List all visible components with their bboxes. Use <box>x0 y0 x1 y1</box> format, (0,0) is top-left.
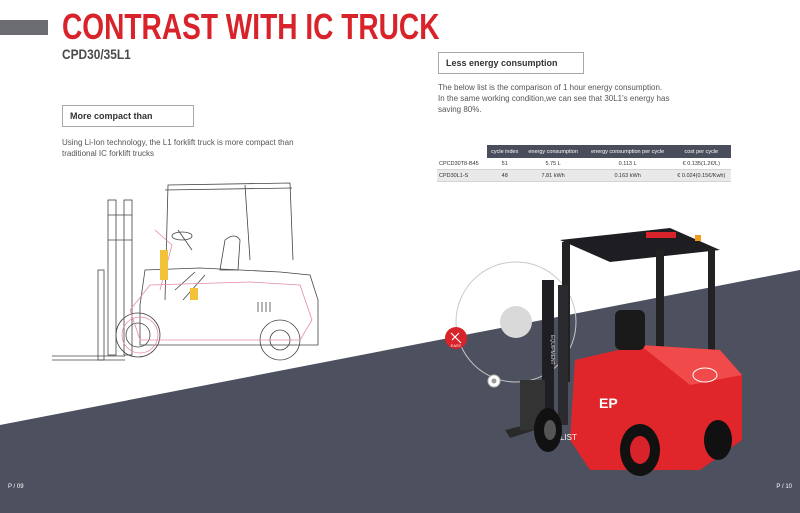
title-accent-bar <box>0 20 48 35</box>
energy-text-line-1: The below list is the comparison of 1 ho… <box>438 83 663 92</box>
table-row: CPD30L1-S 48 7.81 kWh 0.163 kWh € 0.024(… <box>437 169 731 182</box>
table-cell: CPD30L1-S <box>437 169 487 182</box>
table-cell: 48 <box>486 169 523 182</box>
ic-truck-line-drawing <box>52 182 319 361</box>
table-cell: 5.75 L <box>522 158 584 170</box>
battery-yellow-parts <box>160 250 198 300</box>
page-number-left: P / 09 <box>4 483 28 491</box>
page-title: CONTRAST WITH IC TRUCK <box>62 6 440 47</box>
feature-circle <box>455 261 577 388</box>
table-cell: € 0.024(0.15€/Kwh) <box>671 169 731 182</box>
page-number-right: P / 10 <box>772 483 796 491</box>
table-header-cell <box>437 145 487 158</box>
compact-description: Using Li-Ion technology, the L1 forklift… <box>62 137 362 159</box>
table-header-cell: energy consumption per cycle <box>583 145 672 158</box>
model-subtitle: CPD30/35L1 <box>62 46 131 62</box>
mast-text: EQUIPMENT <box>549 335 555 365</box>
table-cell: CPCD30T8-B45 <box>437 158 487 170</box>
table-row: CPCD30T8-B45 51 5.75 L 0.113 L € 0.135(1… <box>437 158 731 170</box>
badge-text: EASY <box>451 343 462 348</box>
compact-text-line-2: traditional IC forklift trucks <box>62 149 155 158</box>
energy-comparison-table: cycle index energy consumption energy co… <box>437 145 731 182</box>
table-header-cell: cycle index <box>486 145 523 158</box>
energy-description: The below list is the comparison of 1 ho… <box>438 82 728 115</box>
energy-text-line-2: In the same working condition,we can see… <box>438 94 670 103</box>
truck-model: LIST <box>560 433 577 442</box>
table-cell: 51 <box>486 158 523 170</box>
table-cell: 0.163 kWh <box>583 169 672 182</box>
truck-logo: EP <box>599 395 618 411</box>
table-cell: 0.113 L <box>583 158 672 170</box>
table-header-row: cycle index energy consumption energy co… <box>437 145 731 158</box>
compact-text-line-1: Using Li-Ion technology, the L1 forklift… <box>62 138 294 147</box>
electric-forklift-image: EQUIPMENT EP LIST <box>505 228 742 476</box>
easy-badge: EASY <box>445 327 467 349</box>
table-header-cell: cost per cycle <box>671 145 731 158</box>
table-cell: 7.81 kWh <box>522 169 584 182</box>
l1-truck-pink-outline <box>121 229 313 354</box>
table-header-cell: energy consumption <box>522 145 584 158</box>
compact-heading-box: More compact than <box>62 105 194 127</box>
energy-heading-box: Less energy consumption <box>438 52 584 74</box>
energy-text-line-3: saving 80%. <box>438 105 482 114</box>
compact-heading: More compact than <box>70 111 153 121</box>
energy-heading: Less energy consumption <box>446 58 558 68</box>
table-cell: € 0.135(1.2€/L) <box>671 158 731 170</box>
